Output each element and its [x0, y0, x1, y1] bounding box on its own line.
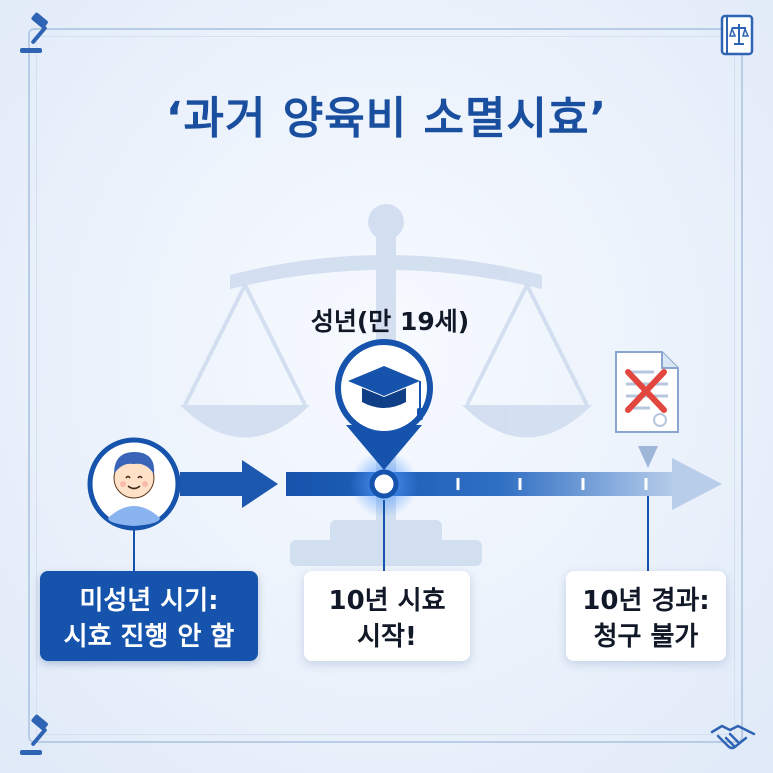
connector-lines — [133, 496, 649, 571]
prescription-start-box: 10년 시효 시작! — [304, 571, 470, 661]
prescription-start-line1: 10년 시효 — [328, 586, 446, 616]
year-ticks — [456, 478, 648, 490]
minor-period-line1: 미성년 시기: — [79, 586, 219, 616]
cancelled-document-icon — [615, 351, 679, 468]
prescription-end-line2: 청구 불가 — [593, 622, 699, 652]
graduation-cap-icon — [335, 339, 433, 470]
law-book-icon — [720, 14, 754, 56]
outer-frame — [28, 28, 743, 743]
gavel-icon — [20, 12, 48, 53]
gavel-icon — [20, 714, 48, 755]
prescription-end-line1: 10년 경과: — [582, 586, 710, 616]
child-face-icon — [87, 437, 181, 531]
page-title: ‘과거 양육비 소멸시효’ — [165, 93, 608, 144]
prescription-start-line2: 시작! — [357, 622, 417, 652]
minor-period-line2: 시효 진행 안 함 — [63, 622, 235, 652]
minor-period-arrow — [180, 460, 278, 508]
adulthood-age-label: 성년(만 19세) — [310, 307, 470, 336]
start-point-marker — [369, 469, 399, 499]
inner-frame — [36, 36, 735, 735]
prescription-end-box: 10년 경과: 청구 불가 — [566, 571, 726, 661]
handshake-icon — [710, 724, 756, 750]
minor-period-box: 미성년 시기: 시효 진행 안 함 — [40, 571, 258, 661]
